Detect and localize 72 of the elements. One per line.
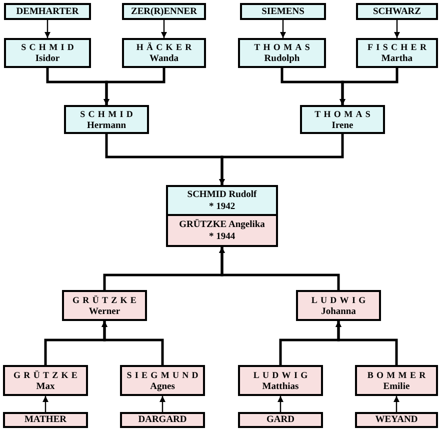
connector-arrow <box>340 68 398 105</box>
surname-text: SCHWARZ <box>372 6 422 18</box>
surname-text: THOMAS <box>254 41 314 53</box>
given-name-text: Emilie <box>383 380 410 392</box>
given-name-text: Wanda <box>149 53 179 65</box>
surname-text: SIEMENS <box>262 6 304 18</box>
person-box <box>3 365 88 396</box>
person-box <box>64 105 149 134</box>
connector-arrow <box>394 396 400 412</box>
given-name-text: Martha <box>381 53 413 65</box>
person-box <box>238 38 326 68</box>
surname-text: GRÜTZKE <box>14 368 81 380</box>
connector-arrow <box>160 396 166 412</box>
given-name-text: * 1944 <box>208 230 236 242</box>
surname-text: BOMMER <box>367 368 429 380</box>
person-box <box>122 3 206 20</box>
person-box <box>238 365 323 396</box>
surname-text: GRÜTZKE <box>72 294 140 306</box>
person-box <box>4 38 91 68</box>
given-name-text: Rudolph <box>264 53 300 65</box>
given-name-text: Isidor <box>35 53 60 65</box>
person-box <box>4 3 91 20</box>
connector-arrow <box>280 20 286 38</box>
surname-text: SCHMID <box>21 41 78 53</box>
connector-arrow <box>336 321 398 365</box>
given-name-text: * 1942 <box>208 200 236 212</box>
surname-text: WEYAND <box>375 414 418 426</box>
connector-arrow <box>161 20 167 38</box>
person-box <box>120 365 205 396</box>
surname-text: LUDWIG <box>253 368 311 380</box>
person-box <box>62 290 147 321</box>
person-box <box>356 38 438 68</box>
surname-text: LUDWIG <box>311 294 369 306</box>
person-box <box>238 412 323 428</box>
person-box <box>166 185 278 216</box>
given-name-text: Johanna <box>321 306 356 318</box>
given-name-text: Irene <box>332 120 354 132</box>
connector-arrow <box>44 20 50 38</box>
person-box <box>355 412 438 428</box>
surname-text: GRÜTZKE Angelika <box>179 218 265 230</box>
surname-text: ZER(R)ENNER <box>131 6 197 18</box>
connector-arrow <box>42 396 48 412</box>
connector-arrow <box>394 20 400 38</box>
person-box <box>296 290 381 321</box>
surname-text: DEMHARTER <box>16 6 79 18</box>
given-name-text: Werner <box>88 306 120 318</box>
surname-text: THOMAS <box>314 108 374 120</box>
connector-arrow <box>104 68 166 105</box>
person-box <box>166 214 278 247</box>
surname-text: GARD <box>266 414 294 426</box>
surname-text: FISCHER <box>368 41 430 53</box>
given-name-text: Hermann <box>86 120 126 132</box>
connector-arrow <box>102 321 164 365</box>
surname-text: DARGARD <box>138 414 187 426</box>
person-box <box>355 365 438 396</box>
connector-arrow <box>219 247 340 290</box>
person-box <box>3 412 88 428</box>
surname-text: SCHMID Rudolf <box>187 188 257 200</box>
given-name-text: Max <box>36 380 55 392</box>
person-box <box>300 105 385 134</box>
given-name-text: Agnes <box>150 380 175 392</box>
person-box <box>240 3 326 20</box>
connector-arrow <box>278 396 284 412</box>
surname-text: SIEGMUND <box>126 368 202 380</box>
connector-arrow <box>219 134 344 185</box>
surname-text: MATHER <box>24 414 67 426</box>
person-box <box>120 412 205 428</box>
person-box <box>122 38 206 68</box>
person-box <box>356 3 438 20</box>
given-name-text: Matthias <box>262 380 299 392</box>
surname-text: HÄCKER <box>136 41 195 53</box>
surname-text: SCHMID <box>80 108 136 120</box>
